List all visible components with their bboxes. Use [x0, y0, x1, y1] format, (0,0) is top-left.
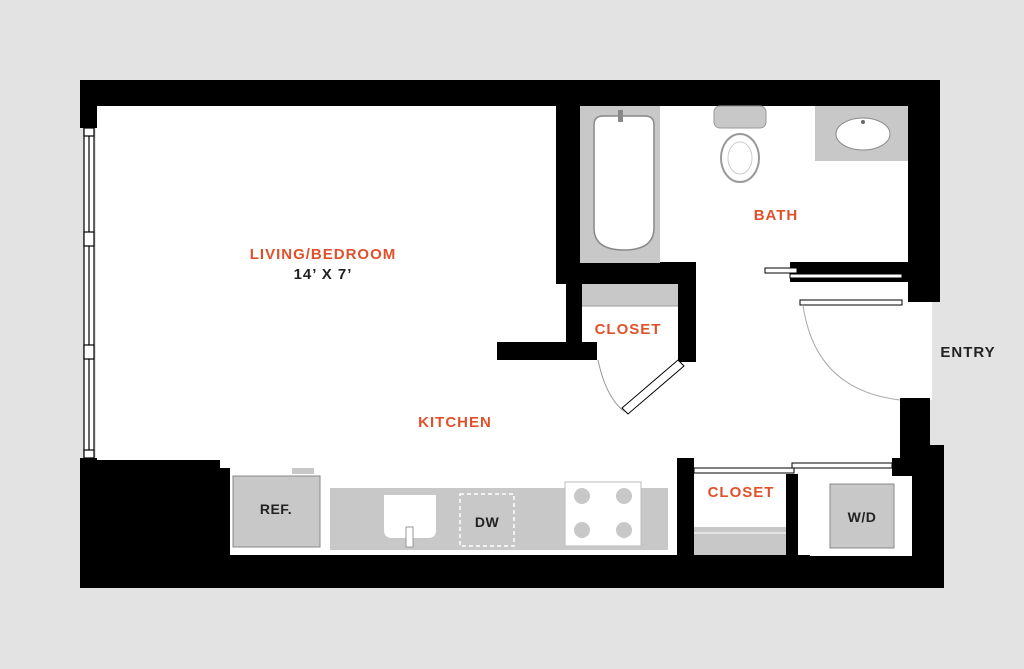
wall-bottom — [80, 555, 944, 588]
window — [83, 127, 95, 459]
room-dimensions-living: 14’ X 7’ — [294, 266, 353, 283]
wall-stub — [497, 342, 597, 360]
room-label-closet-upper: CLOSET — [595, 321, 662, 338]
wall-bath-left — [556, 80, 580, 265]
wall-kitchen-base — [220, 468, 230, 555]
wall-bath-bottom — [556, 262, 696, 284]
wall-bath-sliding-stop — [790, 262, 908, 282]
wall-right-upper — [908, 80, 940, 302]
bathtub-icon — [580, 106, 660, 263]
wall-left-upper — [80, 80, 97, 128]
walls — [80, 80, 944, 588]
wall-wd-right — [912, 475, 930, 555]
entry-door — [799, 299, 903, 401]
wall-wd-top-stop — [892, 458, 910, 476]
fridge — [230, 468, 330, 550]
wall-right-corner — [928, 445, 944, 588]
room-label-closet-lower: CLOSET — [708, 484, 775, 501]
toilet-icon — [713, 105, 767, 183]
entry-floor — [905, 300, 932, 400]
kitchen-sink-icon — [384, 495, 436, 548]
closet-upper-door — [597, 359, 685, 415]
wall-bottom-left-block — [80, 460, 220, 588]
wall-top — [80, 80, 940, 106]
closet-upper-shelf — [582, 284, 678, 307]
room-label-bath: BATH — [754, 207, 799, 224]
sink-icon — [815, 106, 908, 161]
wall-closet-left — [566, 262, 582, 360]
washer-dryer-label: W/D — [848, 509, 877, 525]
wall-closet-right — [678, 262, 696, 362]
fridge-label: REF. — [260, 501, 292, 517]
wall-closet-lower-left — [677, 458, 694, 555]
room-label-living: LIVING/BEDROOM — [250, 246, 397, 263]
entry-label: ENTRY — [940, 344, 995, 361]
stove-icon — [564, 481, 642, 547]
washer-dryer — [810, 476, 912, 556]
closet-lower-shelf — [694, 527, 786, 555]
closet-lower-doors — [693, 462, 893, 474]
wall-closet-lower-right — [786, 474, 798, 555]
room-label-kitchen: KITCHEN — [418, 414, 492, 431]
dishwasher — [459, 493, 515, 547]
bath-door — [764, 267, 903, 279]
dishwasher-label: DW — [475, 514, 500, 530]
